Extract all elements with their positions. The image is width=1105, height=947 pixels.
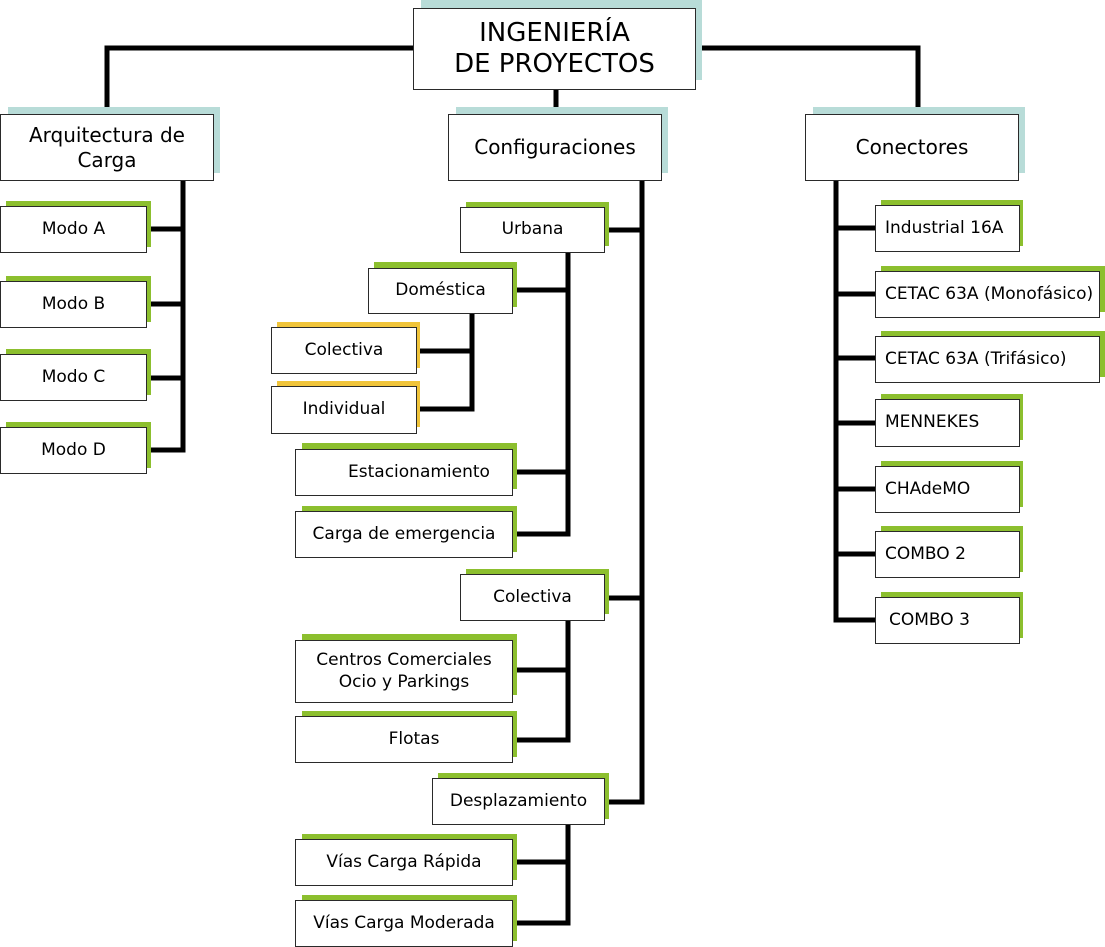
node-arquitectura-de-carga: Arquitectura de Carga xyxy=(0,114,214,181)
node-domestica-individual: Individual xyxy=(271,386,417,434)
node-cetac-63a-trifasico: CETAC 63A (Trifásico) xyxy=(875,336,1100,383)
node-modo-b: Modo B xyxy=(0,281,147,328)
node-urbana: Urbana xyxy=(460,207,605,253)
root-node-ingenieria-de-proyectos: INGENIERÍA DE PROYECTOS xyxy=(413,8,696,90)
node-colectiva: Colectiva xyxy=(460,574,605,621)
node-modo-c: Modo C xyxy=(0,354,147,401)
node-estacionamiento: Estacionamiento xyxy=(295,449,513,496)
node-vias-carga-rapida: Vías Carga Rápida xyxy=(295,839,513,886)
node-domestica: Doméstica xyxy=(368,268,513,314)
node-combo-3: COMBO 3 xyxy=(875,597,1020,644)
node-configuraciones: Configuraciones xyxy=(448,114,662,181)
node-carga-de-emergencia: Carga de emergencia xyxy=(295,511,513,558)
node-vias-carga-moderada: Vías Carga Moderada xyxy=(295,900,513,947)
node-conectores: Conectores xyxy=(805,114,1019,181)
node-domestica-colectiva: Colectiva xyxy=(271,327,417,374)
node-chademo: CHAdeMO xyxy=(875,466,1020,513)
node-combo-2: COMBO 2 xyxy=(875,531,1020,578)
node-modo-a: Modo A xyxy=(0,206,147,253)
node-centros-comerciales-ocio-parkings: Centros Comerciales Ocio y Parkings xyxy=(295,640,513,703)
node-cetac-63a-monofasico: CETAC 63A (Monofásico) xyxy=(875,271,1100,318)
node-industrial-16a: Industrial 16A xyxy=(875,205,1020,252)
node-mennekes: MENNEKES xyxy=(875,399,1020,447)
node-modo-d: Modo D xyxy=(0,427,147,474)
node-desplazamiento: Desplazamiento xyxy=(432,778,605,825)
node-flotas: Flotas xyxy=(295,716,513,763)
